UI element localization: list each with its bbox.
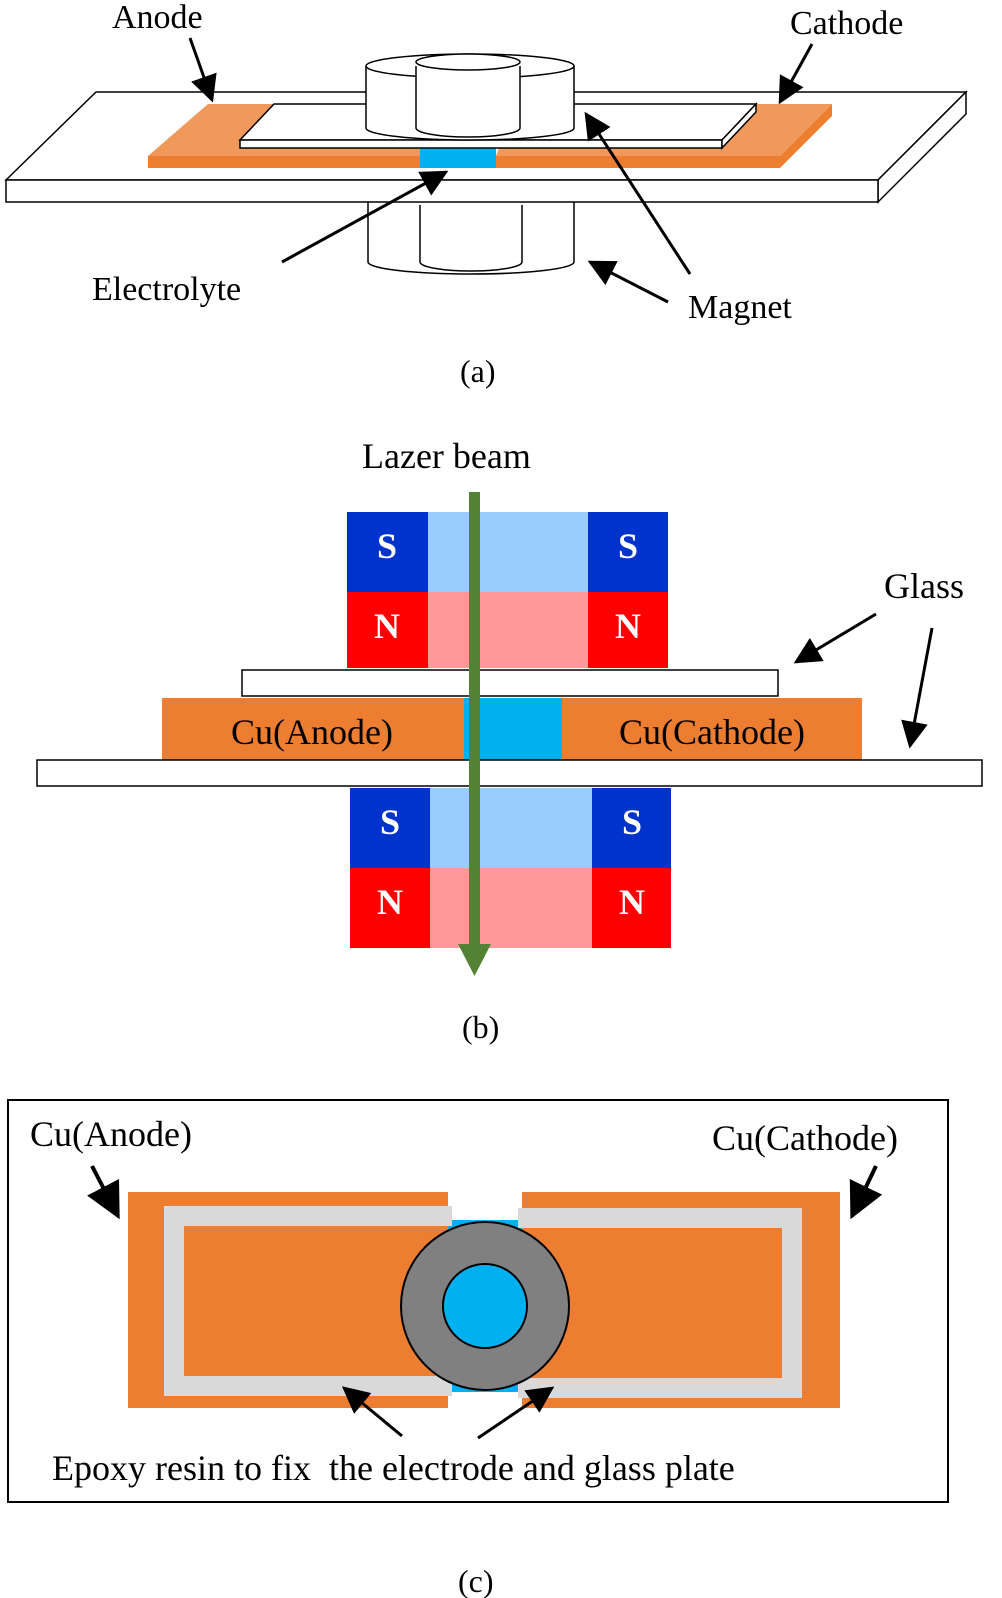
pole-label-n: N (615, 606, 641, 646)
cu-cathode-block (562, 698, 862, 760)
top-left-north-pole (347, 592, 428, 668)
bottom-magnet-center-north (430, 868, 592, 948)
label-cu-anode: Cu(Anode) (231, 712, 393, 752)
pole-label-s: S (622, 802, 642, 842)
arrow-cu-anode (87, 1165, 120, 1220)
top-magnet-center-south (428, 512, 588, 592)
arrow-cathode (778, 43, 814, 105)
bottom-magnet-assembly: S N S N (350, 788, 671, 948)
label-cu-cathode: Cu(Cathode) (619, 712, 805, 752)
arrow-anode (188, 37, 217, 103)
electrolyte-block (464, 698, 562, 760)
pole-label-n: N (377, 882, 403, 922)
top-right-north-pole (588, 592, 668, 668)
caption-c: (c) (458, 1563, 494, 1598)
arrow-magnet-bottom (587, 260, 669, 304)
arrow-glass-top (793, 612, 877, 664)
arrow-cu-cathode (849, 1165, 883, 1220)
bottom-left-south-pole (350, 788, 430, 868)
panel-a: Anode Cathode Electrolyte Magnet (a) (4, 0, 968, 389)
panel-b-arrows (793, 612, 934, 749)
panel-c: Cu(Anode) Cu(Cathode) Epoxy resin to fix… (7, 1099, 949, 1598)
label-laser-beam: Lazer beam (362, 436, 531, 476)
o-ring (400, 1221, 570, 1391)
electrolyte-gap (420, 146, 496, 168)
panel-c-epoxy-arrows (341, 1386, 555, 1440)
top-right-south-pole (588, 512, 668, 592)
label-cathode: Cathode (790, 5, 903, 42)
label-cu-anode: Cu(Anode) (30, 1114, 192, 1154)
bottom-magnet (367, 200, 575, 275)
label-glass: Glass (884, 566, 964, 606)
epoxy-cathode (518, 1208, 802, 1398)
label-anode: Anode (112, 0, 203, 36)
panel-c-arrows (87, 1165, 883, 1220)
pole-label-s: S (618, 526, 638, 566)
bottom-magnet-center-south (430, 788, 592, 868)
pole-label-n: N (619, 882, 645, 922)
top-magnet-center-north (428, 592, 588, 668)
arrow-epoxy-right (477, 1386, 555, 1440)
label-epoxy: Epoxy resin to fix the electrode and gla… (52, 1448, 735, 1488)
laser-beam-arrow (458, 492, 491, 976)
pole-label-s: S (380, 802, 400, 842)
top-glass-plate (241, 669, 779, 697)
label-electrolyte: Electrolyte (92, 271, 241, 308)
arrow-magnet-top (584, 111, 692, 275)
top-magnet-assembly: S N S N (347, 512, 668, 668)
epoxy-anode (164, 1206, 452, 1396)
cu-anode-block (162, 698, 464, 760)
base-glass-plate (36, 759, 983, 787)
arrow-glass-bottom (901, 627, 934, 749)
caption-a: (a) (460, 353, 496, 389)
pole-label-n: N (374, 606, 400, 646)
arrow-electrolyte (281, 170, 449, 264)
label-magnet: Magnet (688, 289, 792, 326)
caption-b: (b) (462, 1009, 499, 1045)
bottom-left-north-pole (350, 868, 430, 948)
pole-label-s: S (377, 526, 397, 566)
bottom-right-north-pole (592, 868, 671, 948)
panel-b: Lazer beam S N S N Cu(Anode) Cu(Cathode) (36, 436, 983, 1045)
arrow-epoxy-left (341, 1386, 403, 1438)
label-cu-cathode: Cu(Cathode) (712, 1118, 898, 1158)
bottom-right-south-pole (592, 788, 671, 868)
top-left-south-pole (347, 512, 428, 592)
top-magnet (365, 53, 575, 141)
panel-a-arrows (188, 37, 814, 304)
